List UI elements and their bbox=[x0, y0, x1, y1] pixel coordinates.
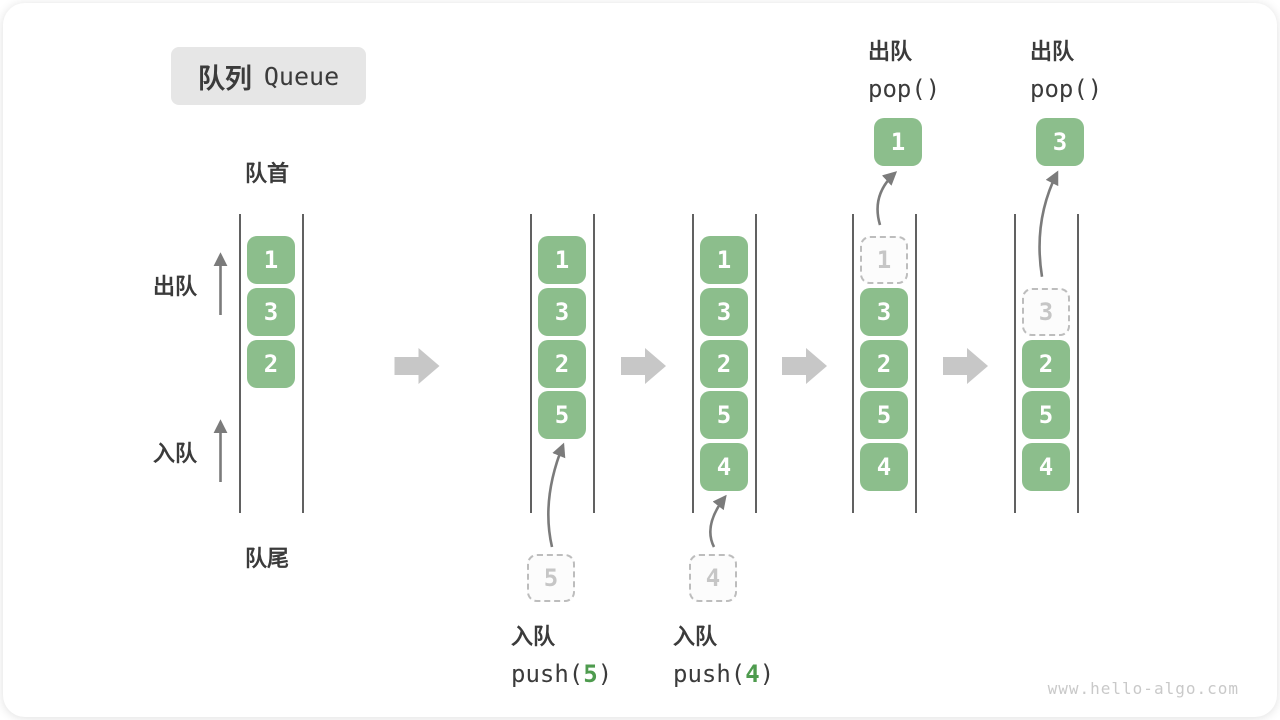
enqueue-code-arg: 4 bbox=[745, 660, 760, 688]
queue-diagram-card: 队列 Queue 队首 队尾 出队 入队 www.hello-algo.com … bbox=[3, 3, 1277, 717]
queue-wall-right bbox=[1077, 214, 1079, 513]
enqueue-arrow-icon bbox=[709, 494, 727, 548]
queue-cell-dashed: 3 bbox=[1022, 287, 1070, 336]
enqueue-code-arg: 5 bbox=[583, 660, 598, 688]
queue-wall-left bbox=[852, 214, 854, 513]
incoming-value-cell: 5 bbox=[527, 554, 575, 602]
queue-cell: 2 bbox=[860, 339, 908, 388]
queue-wall-left bbox=[239, 214, 241, 513]
queue-wall-left bbox=[1014, 214, 1016, 513]
dequeue-op-label: 出队 pop() bbox=[1030, 34, 1102, 103]
dequeue-op-label: 出队 pop() bbox=[868, 34, 940, 103]
title-english: Queue bbox=[263, 61, 340, 91]
queue-cell: 3 bbox=[860, 287, 908, 336]
enqueue-code-post: ) bbox=[759, 660, 775, 688]
queue-cell: 4 bbox=[700, 443, 748, 491]
queue-wall-right bbox=[915, 214, 917, 513]
queue-cell: 5 bbox=[1022, 391, 1070, 440]
popped-value-cell: 1 bbox=[874, 118, 922, 166]
enqueue-op-code: push(4) bbox=[673, 660, 774, 688]
watermark: www.hello-algo.com bbox=[1047, 679, 1239, 698]
dequeue-op-text: 出队 bbox=[1030, 39, 1075, 64]
enqueue-op-label: 入队 push(5) bbox=[511, 619, 612, 688]
dequeue-arrow-icon bbox=[876, 171, 898, 226]
queue-cell: 4 bbox=[1022, 443, 1070, 491]
enqueue-arrow-icon bbox=[547, 442, 566, 548]
enqueue-op-code: push(5) bbox=[511, 660, 612, 688]
queue-wall-left bbox=[530, 214, 532, 513]
queue-cell: 5 bbox=[700, 391, 748, 440]
queue-cell: 4 bbox=[860, 443, 908, 491]
label-enqueue: 入队 bbox=[152, 441, 198, 466]
dequeue-op-text: 出队 bbox=[868, 39, 913, 64]
label-queue-rear: 队尾 bbox=[244, 546, 290, 571]
queue-cell: 2 bbox=[247, 339, 295, 388]
incoming-value-cell: 4 bbox=[689, 554, 737, 602]
queue-cell: 1 bbox=[700, 236, 748, 284]
queue-cell: 1 bbox=[538, 236, 586, 284]
queue-wall-right bbox=[302, 214, 304, 513]
queue-wall-left bbox=[692, 214, 694, 513]
queue-cell: 2 bbox=[1022, 339, 1070, 388]
enqueue-code-pre: push( bbox=[511, 660, 584, 688]
enqueue-op-text: 入队 bbox=[511, 624, 556, 649]
popped-value-cell: 3 bbox=[1036, 118, 1084, 166]
queue-wall-right bbox=[593, 214, 595, 513]
dequeue-arrow-icon bbox=[1038, 170, 1059, 277]
queue-cell: 1 bbox=[247, 236, 295, 284]
enqueue-code-post: ) bbox=[597, 660, 613, 688]
dequeue-op-code: pop() bbox=[868, 75, 941, 103]
enqueue-op-label: 入队 push(4) bbox=[673, 619, 774, 688]
queue-cell: 2 bbox=[700, 339, 748, 388]
dequeue-op-code: pop() bbox=[1030, 75, 1103, 103]
enqueue-op-text: 入队 bbox=[673, 624, 718, 649]
state-transition-block-arrow-icon bbox=[621, 348, 666, 384]
state-transition-block-arrow-icon bbox=[943, 348, 988, 384]
state-transition-block-arrow-icon bbox=[394, 348, 440, 384]
queue-cell: 3 bbox=[700, 287, 748, 336]
state-transition-block-arrow-icon bbox=[782, 348, 827, 384]
queue-cell: 5 bbox=[860, 391, 908, 440]
diagram-arrows-canvas bbox=[213, 170, 1059, 548]
title-box: 队列 Queue bbox=[171, 47, 366, 105]
label-queue-front: 队首 bbox=[244, 161, 290, 186]
queue-wall-right bbox=[755, 214, 757, 513]
queue-cell: 3 bbox=[247, 287, 295, 336]
queue-cell: 3 bbox=[538, 287, 586, 336]
title-chinese: 队列 bbox=[197, 63, 252, 94]
queue-cell: 2 bbox=[538, 339, 586, 388]
queue-cell: 5 bbox=[538, 391, 586, 440]
label-dequeue: 出队 bbox=[152, 274, 198, 299]
queue-cell-dashed: 1 bbox=[860, 236, 908, 284]
enqueue-code-pre: push( bbox=[673, 660, 746, 688]
